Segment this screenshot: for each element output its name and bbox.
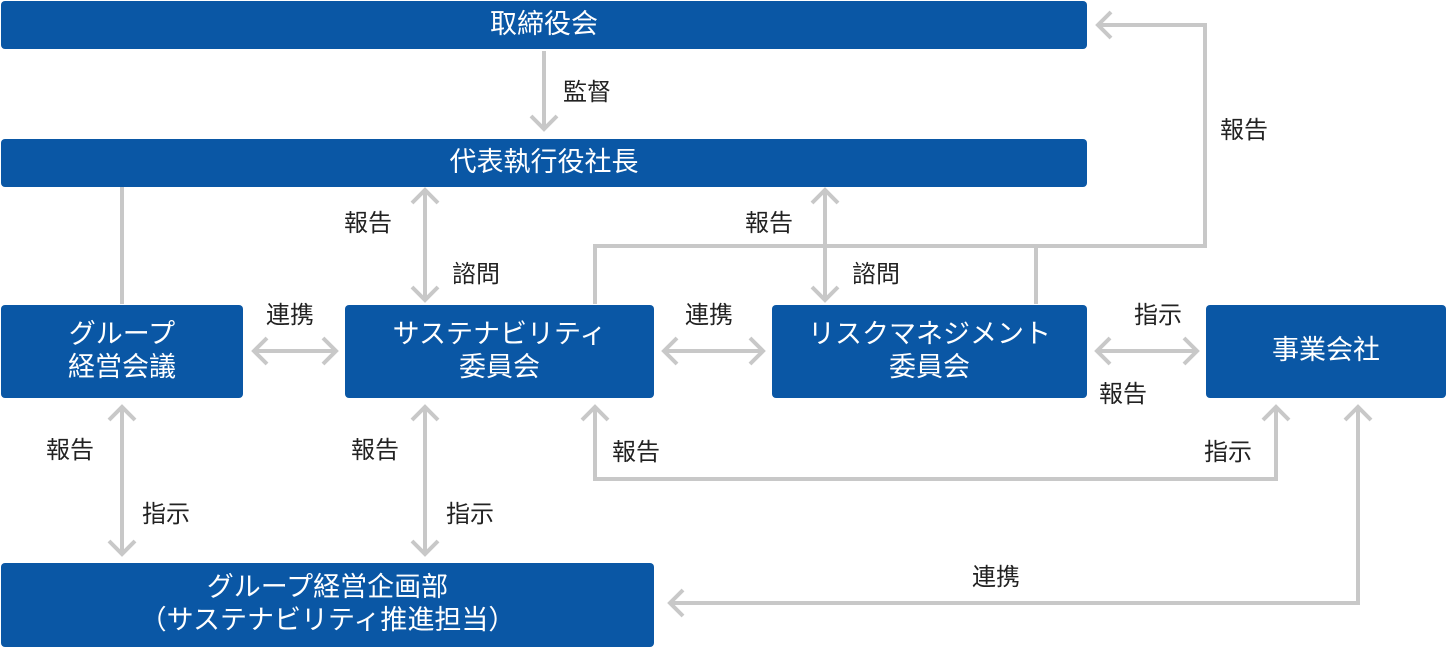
gm-sustainability-link-label: 連携: [266, 301, 314, 329]
supervision-label: 監督: [563, 78, 611, 106]
ceo-label: 代表執行役社長: [449, 146, 639, 178]
gm-report-label: 報告: [46, 436, 94, 464]
companies-risk-report-label: 報告: [1099, 380, 1147, 408]
gm-sustainability-arrowhead-left: [251, 336, 269, 366]
sustainability-planning-arrowhead-down: [410, 539, 440, 557]
gm-instruct-label: 指示: [142, 500, 190, 528]
group-mgmt-label-line2: 経営会議: [68, 351, 176, 383]
planning-companies-link-label: 連携: [972, 563, 1020, 591]
companies-node: 事業会社: [1206, 305, 1446, 398]
sustainability-planning-arrowhead-up: [410, 404, 440, 422]
board-label: 取締役会: [490, 8, 598, 40]
risk-report-ceo-label: 報告: [745, 209, 793, 237]
board-node: 取締役会: [1, 1, 1087, 49]
risk-node: リスクマネジメント 委員会: [772, 305, 1087, 398]
sustainability-companies-arrowhead-right: [1261, 404, 1291, 422]
supervision-arrowhead: [529, 114, 559, 132]
sustainability-label-line2: 委員会: [459, 351, 540, 383]
sustainability-risk-link-label: 連携: [685, 301, 733, 329]
sustainability-planning-instruct-label: 指示: [446, 500, 494, 528]
sustainability-risk-arrowhead-left: [661, 336, 679, 366]
board-report-arrowhead: [1095, 10, 1113, 40]
sustainability-companies-instruct-label: 指示: [1204, 438, 1252, 466]
companies-label: 事業会社: [1272, 335, 1380, 367]
ceo-node: 代表執行役社長: [1, 139, 1087, 187]
board-report-connector: [593, 23, 1207, 304]
planning-node: グループ経営企画部 （サステナビリティ推進担当）: [1, 563, 654, 647]
group-mgmt-node: グループ 経営会議: [1, 305, 243, 398]
ceo-risk-arrowhead-down: [810, 285, 840, 303]
ceo-sustainability-arrowhead-down: [410, 285, 440, 303]
risk-label-line2: 委員会: [889, 351, 970, 383]
gm-sustainability-arrowhead-right: [321, 336, 339, 366]
risk-label-line1: リスクマネジメント: [808, 318, 1051, 350]
planning-companies-connector: [670, 407, 1360, 605]
risk-consult-label: 諮問: [852, 260, 900, 288]
risk-companies-arrowhead-right: [1182, 336, 1200, 366]
risk-companies-instruct-label: 指示: [1134, 301, 1182, 329]
planning-label-line1: グループ経営企画部: [206, 572, 449, 604]
planning-companies-arrowhead-up: [1343, 404, 1373, 422]
ceo-sustainability-arrowhead-up: [410, 187, 440, 205]
companies-sustainability-report-label: 報告: [612, 438, 660, 466]
sustainability-node: サステナビリティ 委員会: [345, 305, 654, 398]
sustainability-report-ceo-label: 報告: [344, 209, 392, 237]
gm-planning-arrowhead-up: [107, 404, 137, 422]
sustainability-planning-report-label: 報告: [351, 436, 399, 464]
sustainability-risk-arrowhead-right: [748, 336, 766, 366]
board-report-label: 報告: [1220, 116, 1268, 144]
sustainability-label-line1: サステナビリティ: [392, 318, 607, 350]
ceo-risk-arrowhead-up: [810, 187, 840, 205]
group-mgmt-label-line1: グループ: [68, 318, 176, 350]
risk-companies-arrowhead-left: [1094, 336, 1112, 366]
gm-planning-arrowhead-down: [107, 539, 137, 557]
sustainability-companies-connector: [593, 407, 1278, 481]
sustainability-companies-arrowhead-left: [580, 404, 610, 422]
planning-companies-arrowhead-left: [667, 588, 685, 618]
planning-label-line2: （サステナビリティ推進担当）: [139, 605, 516, 636]
sustainability-consult-label: 諮問: [452, 260, 500, 288]
